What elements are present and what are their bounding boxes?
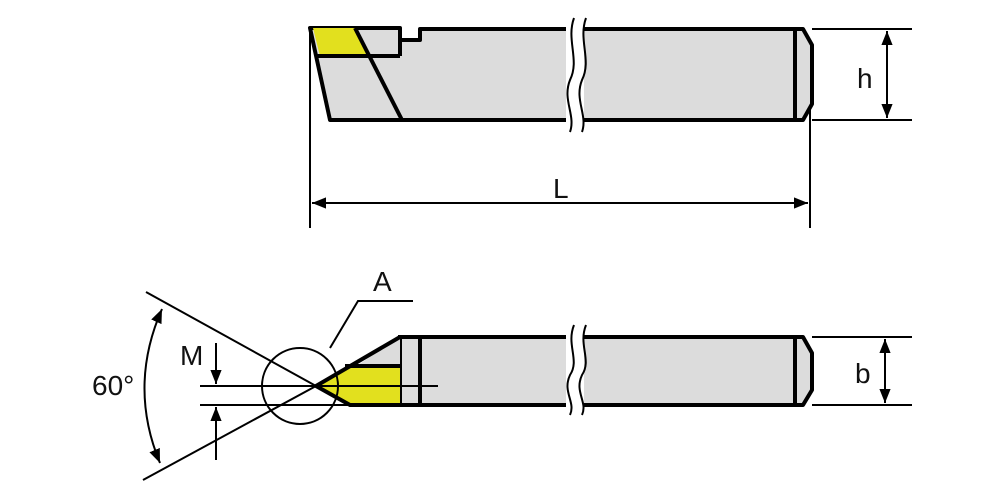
- shank-top: [398, 335, 797, 407]
- angle-arc: [143, 308, 163, 464]
- insert-side: [313, 28, 368, 56]
- chamfer-end: [793, 27, 814, 122]
- L-label: L: [553, 173, 569, 204]
- b-label: b: [855, 358, 871, 389]
- side-view: [308, 17, 912, 228]
- angle-label: 60°: [92, 370, 135, 401]
- M-label: M: [180, 340, 204, 371]
- break-line-top: [566, 324, 575, 416]
- chamfer-end-top: [793, 335, 814, 407]
- detail-leader: [329, 300, 413, 349]
- top-view: [142, 291, 912, 481]
- detail-circle: [261, 347, 339, 425]
- h-label: h: [857, 63, 873, 94]
- shank-side: [308, 26, 797, 122]
- A-label: A: [373, 266, 392, 297]
- break-line: [566, 17, 575, 133]
